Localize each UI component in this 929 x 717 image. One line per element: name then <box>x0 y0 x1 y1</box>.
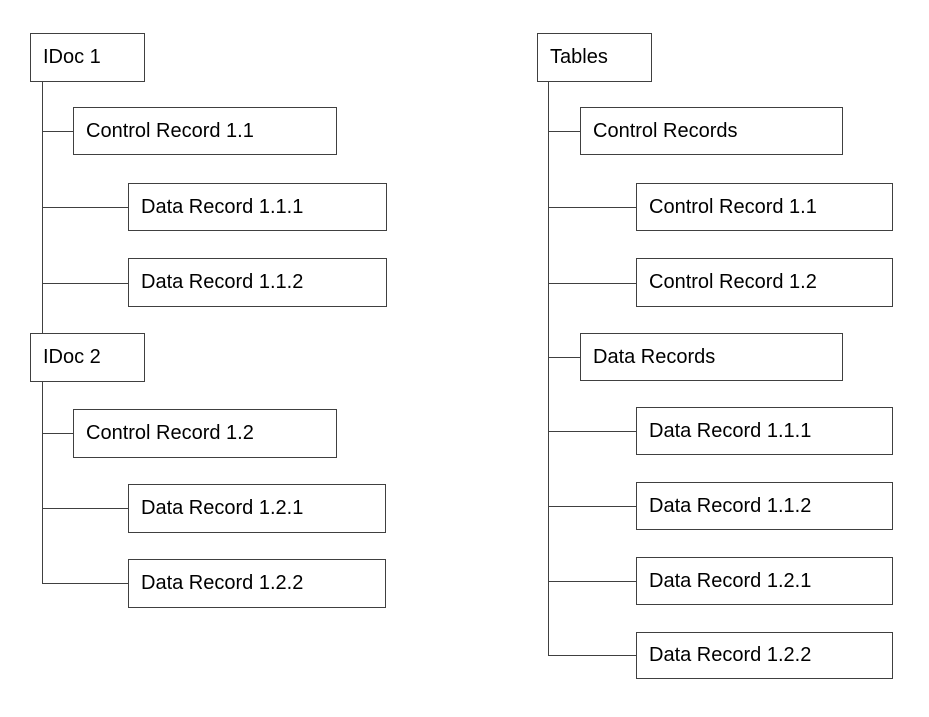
connector-stub-data-record-1-1-2 <box>42 283 128 284</box>
node-label: Data Records <box>593 345 716 368</box>
tables-tree-node-data-record-1-2-2: Data Record 1.2.2 <box>636 632 893 679</box>
connector-spine-idoc2 <box>42 382 43 584</box>
tables-tree-node-control-record-1-2: Control Record 1.2 <box>636 258 893 307</box>
connector-stub-tbl-data-record-1-2-1 <box>548 581 636 582</box>
node-label: Control Record 1.2 <box>86 422 254 444</box>
tables-tree-node-data-record-1-1-1: Data Record 1.1.1 <box>636 407 893 455</box>
node-label: IDoc 1 <box>43 46 101 68</box>
idoc-tree-node-idoc-1: IDoc 1 <box>30 33 145 82</box>
node-label: Data Record 1.2.1 <box>649 569 812 592</box>
node-label: Tables <box>550 46 608 68</box>
tables-tree-node-data-record-1-2-1: Data Record 1.2.1 <box>636 557 893 605</box>
tables-tree-node-control-records: Control Records <box>580 107 843 155</box>
node-label: Data Record 1.1.1 <box>141 195 304 218</box>
connector-stub-tbl-data-record-1-1-1 <box>548 431 636 432</box>
node-label: Data Record 1.2.1 <box>141 497 304 519</box>
tables-tree-node-data-records: Data Records <box>580 333 843 381</box>
node-label: Control Record 1.2 <box>649 271 817 293</box>
tables-tree-node-data-record-1-1-2: Data Record 1.1.2 <box>636 482 893 530</box>
idoc-tree-node-control-record-1-1: Control Record 1.1 <box>73 107 337 155</box>
node-label: Control Record 1.1 <box>649 195 817 218</box>
connector-stub-tbl-data-record-1-2-2 <box>548 655 636 656</box>
node-label: Control Record 1.1 <box>86 119 254 142</box>
connector-stub-data-record-1-1-1 <box>42 207 128 208</box>
idoc-tree-node-data-record-1-1-1: Data Record 1.1.1 <box>128 183 387 231</box>
idoc-tree-node-data-record-1-2-2: Data Record 1.2.2 <box>128 559 386 608</box>
node-label: IDoc 2 <box>43 346 101 368</box>
connector-stub-control-records <box>548 131 580 132</box>
idoc-tree-node-data-record-1-2-1: Data Record 1.2.1 <box>128 484 386 533</box>
connector-spine-tables <box>548 82 549 656</box>
connector-stub-data-record-1-2-1 <box>42 508 128 509</box>
idoc-tree-node-data-record-1-1-2: Data Record 1.1.2 <box>128 258 387 307</box>
idoc-tree-node-idoc-2: IDoc 2 <box>30 333 145 382</box>
tables-tree-node-control-record-1-1: Control Record 1.1 <box>636 183 893 231</box>
node-label: Data Record 1.1.2 <box>649 494 812 517</box>
connector-stub-data-records <box>548 357 580 358</box>
node-label: Data Record 1.1.1 <box>649 419 812 442</box>
tables-tree-node-tables: Tables <box>537 33 652 82</box>
connector-stub-tbl-control-record-1-1 <box>548 207 636 208</box>
connector-stub-tbl-data-record-1-1-2 <box>548 506 636 507</box>
connector-stub-data-record-1-2-2 <box>42 583 128 584</box>
connector-stub-control-record-1-2 <box>42 433 73 434</box>
node-label: Data Record 1.1.2 <box>141 271 304 293</box>
node-label: Data Record 1.2.2 <box>141 572 304 594</box>
node-label: Control Records <box>593 119 738 142</box>
idoc-tree-node-control-record-1-2: Control Record 1.2 <box>73 409 337 458</box>
connector-stub-control-record-1-1 <box>42 131 73 132</box>
connector-stub-tbl-control-record-1-2 <box>548 283 636 284</box>
node-label: Data Record 1.2.2 <box>649 644 812 666</box>
